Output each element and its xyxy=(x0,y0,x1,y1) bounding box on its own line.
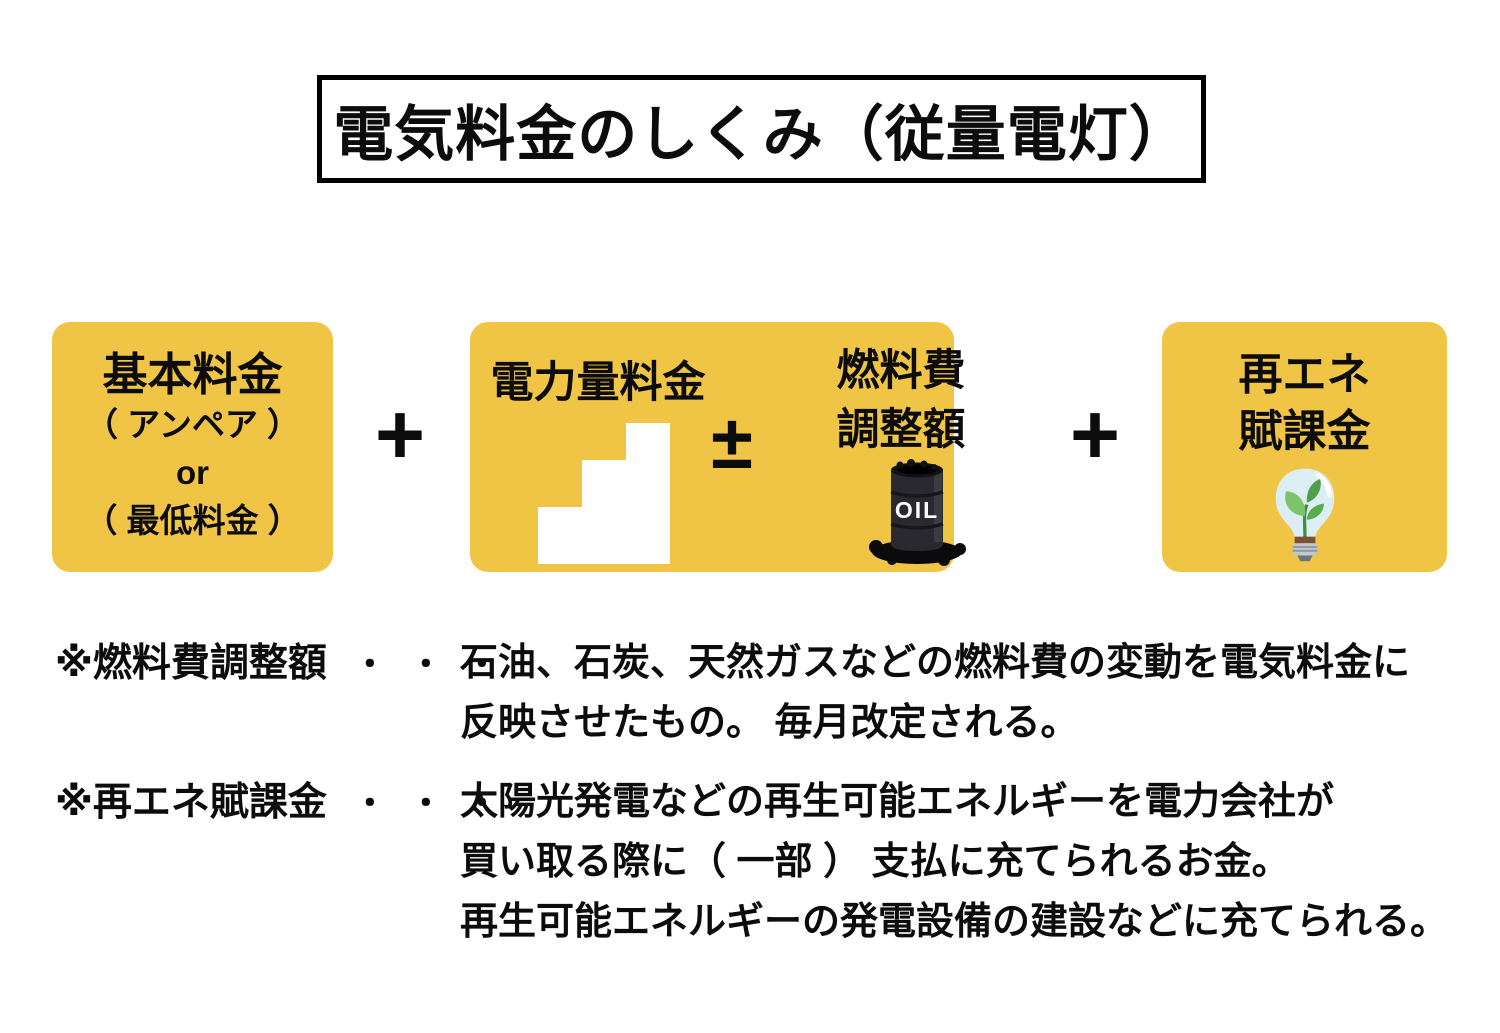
page-title-text: 電気料金のしくみ（従量電灯） xyxy=(333,100,1190,168)
fuel-adjustment-label: 燃料費 調整額 xyxy=(808,342,994,461)
note-renewable-label: ※再エネ賦課金 ・・・ xyxy=(55,779,521,828)
page-title: 電気料金のしくみ（従量電灯） xyxy=(317,75,1206,183)
renewable-line2: 賦課金 xyxy=(1238,407,1371,457)
basic-charge-box: 基本料金 （ アンペア ） or （ 最低料金 ） xyxy=(52,322,333,572)
note-fuel-dots: ・・・ xyxy=(352,646,521,684)
energy-charge-box: 電力量料金 ± 燃料費 調整額 xyxy=(470,322,966,572)
note-renewable-line1: 太陽光発電などの再生可能エネルギーを電力会社が xyxy=(460,781,1335,823)
note-fuel-label: ※燃料費調整額 ・・・ xyxy=(55,640,521,689)
basic-charge-minimum: （ 最低料金 ） xyxy=(84,501,301,539)
energy-charge-label: 電力量料金 xyxy=(490,359,706,407)
basic-charge-title: 基本料金 xyxy=(102,349,283,401)
note-fuel-label-text: ※燃料費調整額 xyxy=(55,642,327,685)
plus-operator-2: + xyxy=(1069,386,1121,483)
oil-barrel-icon: OIL xyxy=(864,452,970,568)
renewable-surcharge-box: 再エネ 賦課金 xyxy=(1162,322,1447,572)
fuel-adjustment-line1: 燃料費 xyxy=(836,347,966,395)
stairs-icon xyxy=(538,423,670,564)
note-fuel-line2: 反映させたもの。 毎月改定される。 xyxy=(460,702,1079,744)
note-renewable-line3: 再生可能エネルギーの発電設備の建設などに充てられる。 xyxy=(460,901,1449,943)
renewable-line1: 再エネ xyxy=(1238,350,1371,399)
oil-barrel-text: OIL xyxy=(895,497,939,523)
note-fuel-line1: 石油、石炭、天然ガスなどの燃料費の変動を電気料金に xyxy=(460,642,1411,684)
basic-charge-ampere: （ アンペア ） xyxy=(84,406,301,444)
plus-operator-1: + xyxy=(374,386,426,483)
note-renewable-line2: 買い取る際に（ 一部 ） 支払に充てられるお金。 xyxy=(460,841,1290,883)
fuel-adjustment-line2: 調整額 xyxy=(836,406,966,455)
note-renewable-dots: ・・・ xyxy=(352,785,521,823)
eco-bulb-icon xyxy=(1271,464,1339,564)
basic-charge-or: or xyxy=(176,453,209,491)
plus-minus-operator: ± xyxy=(711,399,753,485)
note-renewable-label-text: ※再エネ賦課金 xyxy=(55,781,327,824)
